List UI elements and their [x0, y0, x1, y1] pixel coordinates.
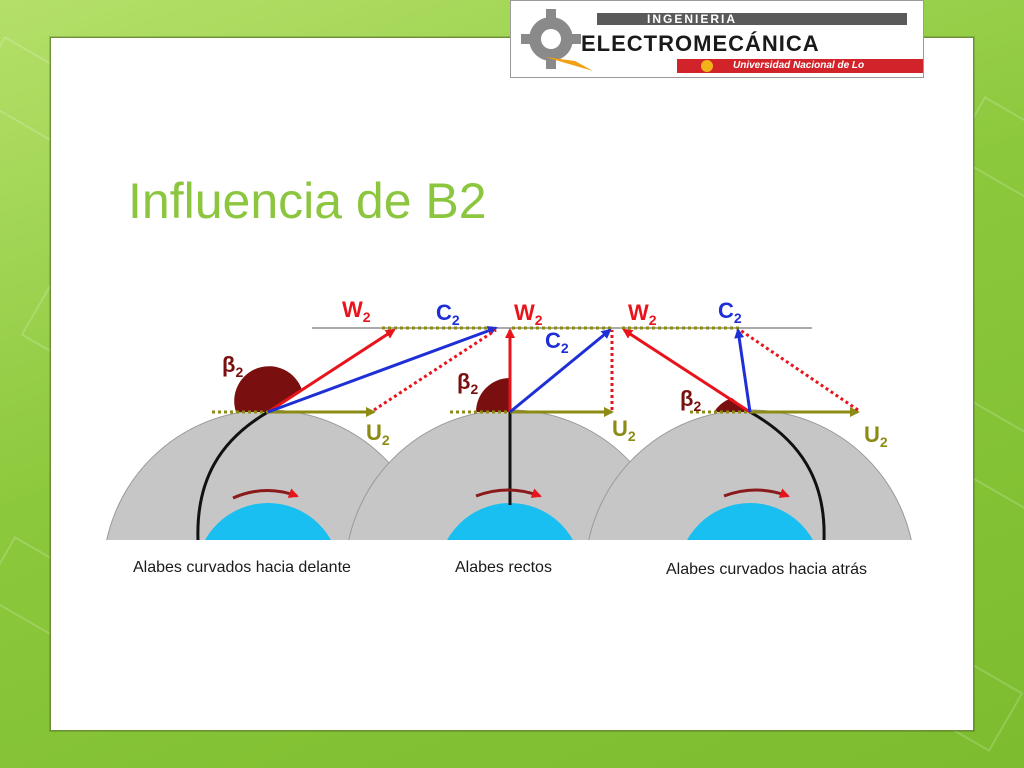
vector-c2-forward [267, 326, 498, 414]
label-w2-radial: W2 [514, 300, 543, 328]
hub-forward [205, 503, 331, 540]
rotation-arrow-icon [475, 488, 542, 498]
beta-angle-forward [234, 366, 302, 412]
vector-w2-forward [267, 328, 396, 414]
rotation-arrow-icon [232, 488, 299, 500]
slide-title: Influencia de B2 [128, 173, 487, 229]
slide-panel [50, 37, 974, 731]
caption-forward: Alabes curvados hacia delante [133, 559, 351, 576]
university-logo: INGENIERIA ELECTROMECÁNICA Universidad N… [510, 0, 924, 78]
closing-line-forward [373, 328, 497, 412]
label-u2-radial: U2 [612, 416, 636, 444]
university-seal-icon [701, 60, 713, 72]
label-beta2-radial: β2 [457, 369, 478, 397]
blade-backward [749, 410, 826, 541]
logo-top-text: INGENIERIA [597, 13, 907, 25]
label-c2-backward: C2 [718, 298, 742, 326]
vector-c2-radial [509, 328, 612, 414]
label-u2-forward: U2 [366, 420, 390, 448]
caption-radial: Alabes rectos [455, 559, 552, 576]
caption-backward: Alabes curvados hacia atrás [666, 561, 867, 578]
label-c2-radial: C2 [545, 328, 569, 356]
label-c2-forward: C2 [436, 300, 460, 328]
logo-main-text: ELECTROMECÁNICA [581, 31, 820, 56]
gear-logo-icon [521, 9, 593, 71]
logo-university-bar: Universidad Nacional de Lo [677, 59, 923, 73]
label-beta2-forward: β2 [222, 352, 243, 380]
label-w2-forward: W2 [342, 297, 371, 325]
vector-w2-backward [622, 328, 751, 414]
hub-backward [687, 503, 813, 540]
closing-line-backward [739, 328, 859, 412]
label-w2-backward: W2 [628, 300, 657, 328]
beta-angle-backward [714, 398, 750, 412]
label-beta2-backward: β2 [680, 386, 701, 414]
blade-forward [196, 410, 269, 541]
beta-angle-radial [476, 378, 510, 412]
hub-radial [447, 503, 573, 540]
label-u2-backward: U2 [864, 422, 888, 450]
vector-c2-backward [734, 328, 752, 413]
rotation-arrow-icon [723, 488, 790, 498]
